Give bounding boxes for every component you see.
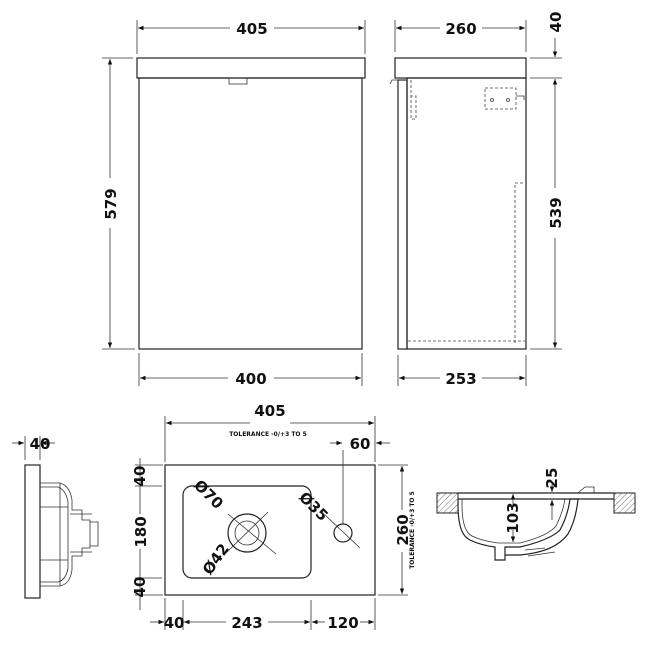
dim-bottom-margin: 40 [131,577,149,598]
basin-outline [164,464,376,596]
dim-front-width-top: 405 [236,20,267,38]
dim-basin-width: 405 [254,402,285,420]
dim-basin-depth: 260 [394,514,412,545]
dim-bowl-depth: 103 [504,502,522,533]
width-tolerance: TOLERANCE -0/+3 TO 5 [229,431,307,438]
side-view: 260 40 539 253 [389,12,565,388]
countertop-side [394,57,527,79]
dim-front-width-bottom: 400 [235,370,266,388]
wall-bracket [484,87,517,110]
basin-bowl [182,485,312,579]
waste-outer-circle [227,513,267,553]
dim-bowl-width: 243 [231,614,262,632]
dim-left-margin: 40 [164,614,185,632]
basin-plan-view: Ø70 Ø42 Ø35 405 TOLERANCE -0/+3 TO 5 60 … [129,402,416,632]
dim-top-margin: 40 [131,466,149,487]
dim-front-height: 579 [102,188,120,219]
dim-body-height: 539 [547,197,565,228]
cabinet-door [138,77,363,350]
dim-right-margin: 120 [327,614,358,632]
dim-rim: 25 [543,468,561,489]
dim-tap-offset: 60 [350,435,371,453]
depth-tolerance: TOLERANCE -0/+3 TO 5 [409,491,416,569]
door-handle-notch [228,77,248,85]
waste-inner-circle [234,520,260,546]
basin-cross-section: 103 25 [436,468,636,561]
basin-side-profile: 40 [12,435,99,599]
label-tap-hole: Ø35 [295,488,332,525]
dim-side-depth-bottom: 253 [445,370,476,388]
tap-hole [333,523,353,543]
dim-top-thickness: 40 [547,12,565,33]
door-edge [397,79,408,350]
front-view: 405 579 400 [102,20,366,388]
label-waste-outer: Ø70 [190,476,227,513]
dim-side-depth-top: 260 [445,20,476,38]
cabinet-side [406,77,527,350]
dim-basin-thickness: 40 [30,435,51,453]
dim-bowl-height: 180 [132,516,150,547]
label-waste-inner: Ø42 [199,540,233,578]
countertop [136,57,366,79]
